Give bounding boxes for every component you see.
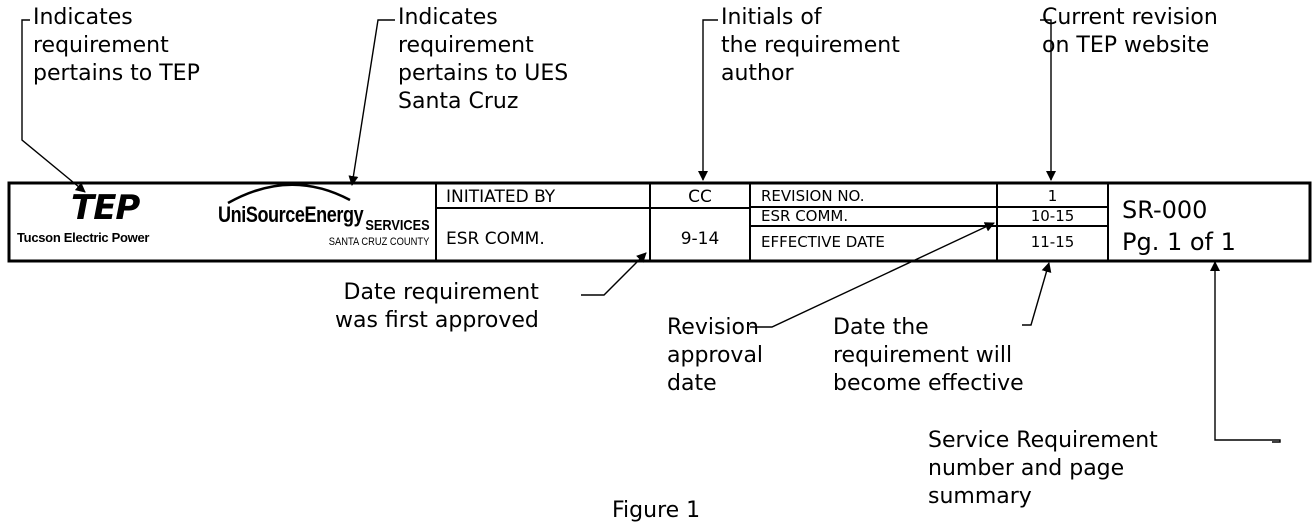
annotation-tep: Indicates requirement pertains to TEP xyxy=(33,5,200,86)
esr-comm-label-left: ESR COMM. xyxy=(446,229,545,249)
esr-comm-value-right: 10-15 xyxy=(1030,207,1075,225)
effective-date-value: 11-15 xyxy=(1030,233,1075,251)
effective-date-label: EFFECTIVE DATE xyxy=(761,233,885,251)
annotation-first-approved: Date requirement was first approved xyxy=(335,280,539,333)
ues-county: SANTA CRUZ COUNTY xyxy=(328,236,429,248)
initiated-by-label: INITIATED BY xyxy=(446,187,556,207)
annotation-service-requirement: Service Requirement number and page summ… xyxy=(928,428,1158,509)
ues-logo-arc xyxy=(227,183,351,205)
annotation-effective: Date the requirement will become effecti… xyxy=(833,315,1024,396)
tep-name: Tucson Electric Power xyxy=(17,230,150,245)
initiated-by-value: CC xyxy=(688,187,712,207)
figure-caption: Figure 1 xyxy=(612,498,701,523)
ues-logo: UniSourceEnergy xyxy=(218,202,364,227)
tep-logo: TEP xyxy=(71,188,140,228)
esr-comm-label-right: ESR COMM. xyxy=(761,207,849,225)
annotation-initials: Initials of the requirement author xyxy=(721,5,900,86)
page-summary: Pg. 1 of 1 xyxy=(1122,228,1236,256)
ues-services: SERVICES xyxy=(365,217,430,234)
esr-comm-value-left: 9-14 xyxy=(680,229,720,249)
annotation-ues: Indicates requirement pertains to UES Sa… xyxy=(398,5,569,114)
title-block-frame xyxy=(7,181,1312,263)
annotation-revision-approval: Revision approval date xyxy=(667,315,764,396)
sr-number: SR-000 xyxy=(1122,196,1208,224)
revision-no-label: REVISION NO. xyxy=(761,187,865,205)
annotation-current-revision: Current revision on TEP website xyxy=(1042,5,1218,58)
leader-lines xyxy=(21,19,1281,443)
revision-no-value: 1 xyxy=(1047,187,1058,205)
